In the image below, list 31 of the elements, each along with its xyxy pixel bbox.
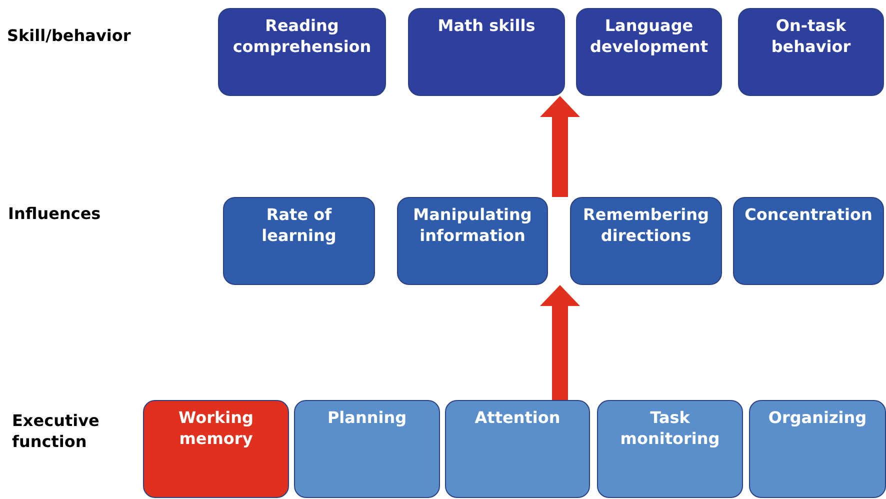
process-box — [576, 8, 722, 96]
box-label: Concentration — [744, 204, 874, 225]
block-arrow — [540, 96, 580, 197]
box-label: Planning — [326, 407, 408, 428]
box-label: Math skills — [436, 15, 536, 36]
box-label: Task monitoring — [619, 407, 721, 449]
process-box — [218, 8, 386, 96]
process-box — [749, 400, 886, 498]
process-box — [738, 8, 884, 96]
process-box — [397, 197, 548, 285]
box-label: Reading comprehension — [232, 15, 372, 57]
row-label: Skill/behavior — [7, 25, 131, 46]
block-arrow — [540, 285, 580, 400]
box-label: On-task behavior — [770, 15, 852, 57]
box-label: Manipulating information — [412, 204, 533, 246]
process-box — [445, 400, 590, 498]
box-label: Language development — [588, 15, 710, 57]
process-box — [597, 400, 743, 498]
box-label: Rate of learning — [260, 204, 338, 246]
box-label: Remembering directions — [582, 204, 710, 246]
process-box — [570, 197, 722, 285]
process-box — [223, 197, 375, 285]
process-box — [294, 400, 440, 498]
process-box — [408, 8, 565, 96]
box-label: Attention — [474, 407, 562, 428]
process-box — [733, 197, 884, 285]
box-label: Working memory — [178, 407, 254, 449]
row-label: Influences — [8, 203, 101, 224]
row-label: Executive function — [12, 410, 100, 452]
box-label: Organizing — [767, 407, 868, 428]
process-box — [143, 400, 289, 498]
